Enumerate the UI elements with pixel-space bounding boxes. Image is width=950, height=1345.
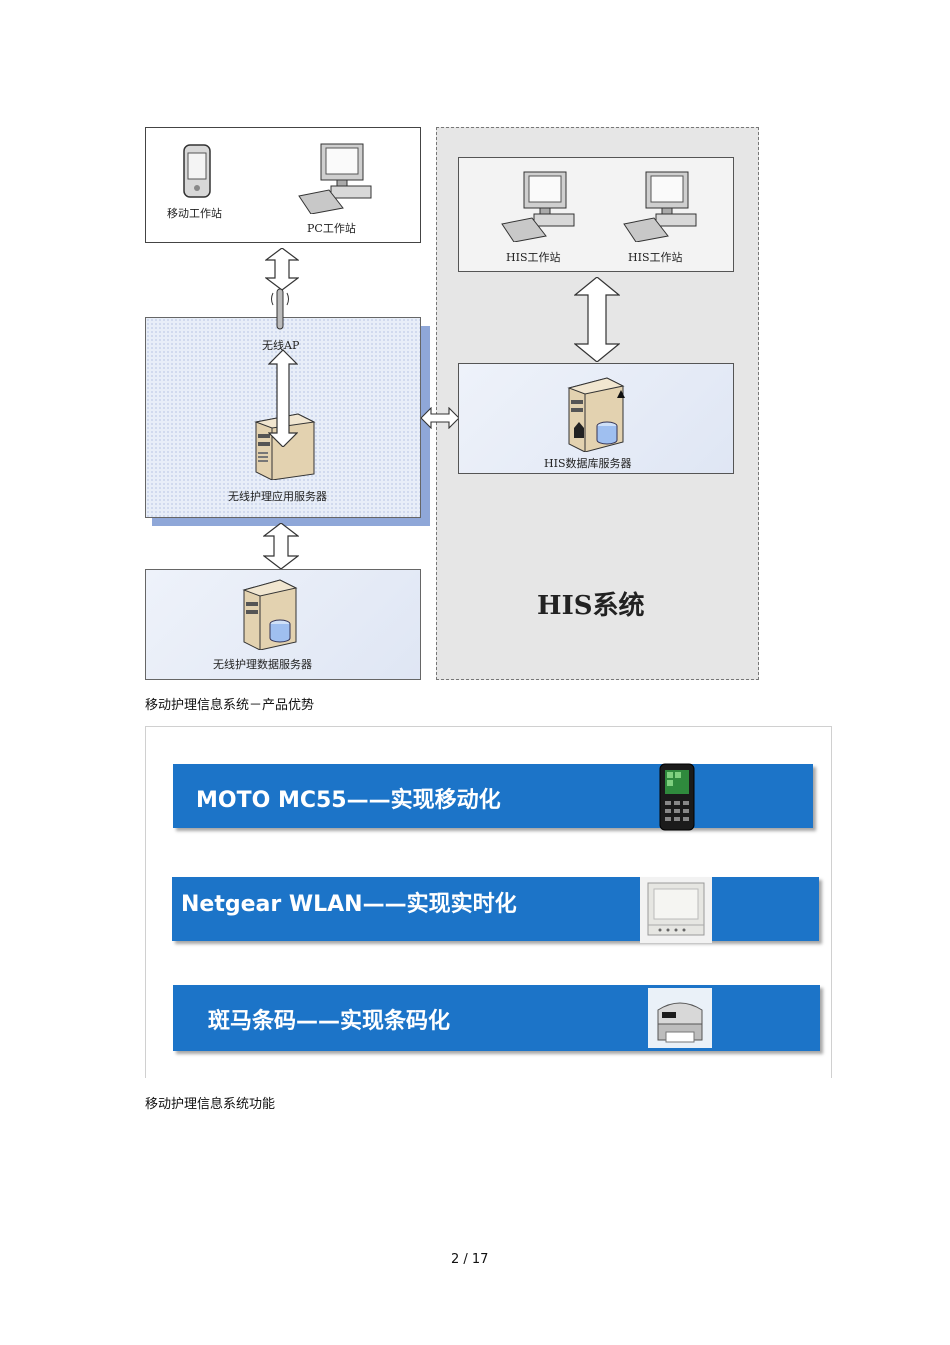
barcode-printer-icon xyxy=(648,988,712,1048)
advantage-banner xyxy=(173,985,820,1051)
page-number: 2 / 17 xyxy=(451,1252,489,1267)
advantage-banner xyxy=(173,764,813,828)
app-server-label: 无线护理应用服务器 xyxy=(228,490,327,503)
banner-text: Netgear WLAN——实现实时化 xyxy=(181,892,517,917)
mobile-device-icon xyxy=(183,144,211,198)
data-server-label: 无线护理数据服务器 xyxy=(213,658,312,671)
double-arrow-icon xyxy=(421,407,459,429)
database-server-icon xyxy=(567,377,625,452)
banner-text: MOTO MC55——实现移动化 xyxy=(196,788,501,813)
his-db-server-label: HIS数据库服务器 xyxy=(544,457,632,470)
banner-text: 斑马条码——实现条码化 xyxy=(208,1009,451,1034)
pc-station-label: PC工作站 xyxy=(307,222,356,235)
wlan-device-icon xyxy=(640,877,712,943)
pc-workstation-icon xyxy=(298,143,372,214)
handheld-terminal-icon xyxy=(659,763,695,831)
server-icon xyxy=(254,413,316,480)
his-station-label: HIS工作站 xyxy=(628,251,683,264)
pc-workstation-icon xyxy=(501,171,575,242)
section-caption: 移动护理信息系统－产品优势 xyxy=(145,698,315,713)
double-arrow-icon xyxy=(268,350,298,447)
wireless-ap-icon xyxy=(271,288,289,330)
pc-workstation-icon xyxy=(623,171,697,242)
mobile-station-label: 移动工作站 xyxy=(167,207,222,220)
his-system-title: HIS系统 xyxy=(537,591,645,621)
double-arrow-icon xyxy=(265,248,299,290)
wireless-ap-label: 无线AP xyxy=(262,339,300,352)
section-caption: 移动护理信息系统功能 xyxy=(145,1097,276,1112)
double-arrow-icon xyxy=(263,523,299,569)
his-station-label: HIS工作站 xyxy=(506,251,561,264)
double-arrow-icon xyxy=(574,277,620,362)
database-server-icon xyxy=(242,579,298,650)
